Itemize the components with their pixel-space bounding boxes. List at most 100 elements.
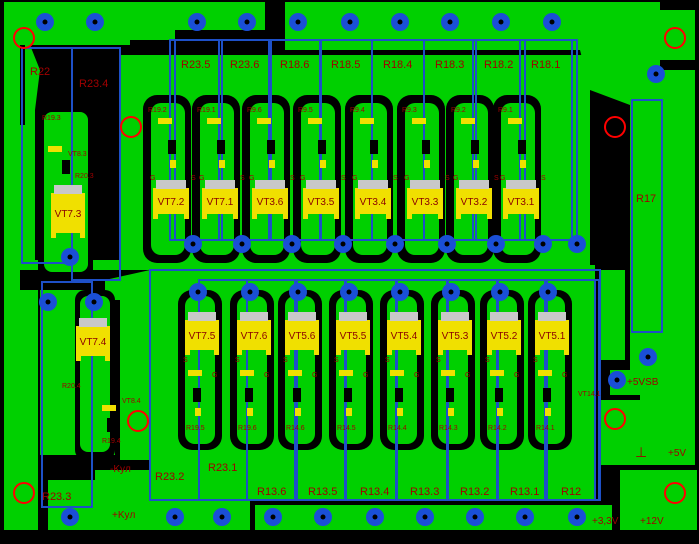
resistor-label-top: R18.2 <box>484 59 513 71</box>
copper-island-top <box>200 103 234 255</box>
small-resistor-label: R14.6 <box>286 425 305 432</box>
pad-hole <box>92 19 98 25</box>
smd-part <box>62 160 70 174</box>
smd-part <box>424 160 430 168</box>
pin-label-g: G <box>465 372 470 379</box>
transistor-pin <box>266 350 271 355</box>
label-r19-4: R19.4 <box>102 438 121 445</box>
transistor-tab <box>255 180 285 189</box>
smd-part <box>168 140 176 154</box>
transistor-bottom: VT5.1 <box>535 312 569 355</box>
transistor-pin <box>336 350 341 355</box>
copper-island-top <box>405 103 439 255</box>
transistor-label: VT5.4 <box>391 331 418 342</box>
smd-part <box>269 160 275 168</box>
transistor-label: VT7.6 <box>241 331 268 342</box>
transistor-tab <box>459 180 489 189</box>
pin-label-g: G <box>352 175 357 182</box>
pin-label-s: S <box>283 357 288 364</box>
transistor-pin <box>252 214 257 219</box>
smd-part <box>308 118 322 124</box>
transistor-body <box>285 320 319 350</box>
transistor-top: VT3.5 <box>303 180 339 219</box>
smd-part <box>346 408 352 416</box>
transistor-label: VT7.5 <box>189 331 216 342</box>
transistor-label: VT3.2 <box>461 197 488 208</box>
transistor-pin <box>503 214 508 219</box>
transistor-pin <box>534 214 539 219</box>
smd-part <box>170 160 176 168</box>
pad-hole <box>190 241 196 247</box>
pad-hole <box>372 514 378 520</box>
copper-pour <box>600 400 640 465</box>
pad-hole <box>497 289 503 295</box>
transistor-tab <box>240 312 268 321</box>
copper-pour <box>660 470 697 530</box>
transistor-body <box>185 320 219 350</box>
transistor-tab <box>156 180 186 189</box>
pin-label-g: G <box>249 175 254 182</box>
pad-hole <box>422 514 428 520</box>
transistor-pin <box>314 350 319 355</box>
transistor-pin <box>105 356 110 361</box>
copper-island-top <box>250 103 284 255</box>
pad-hole <box>472 514 478 520</box>
pad-hole <box>45 299 51 305</box>
transistor-pin <box>202 214 207 219</box>
pad-hole <box>295 289 301 295</box>
pin-label-s: S <box>240 175 245 182</box>
label-r20-4: R20.4 <box>62 383 81 390</box>
label-5v: +5V <box>668 448 686 459</box>
pad-group <box>36 13 665 526</box>
smd-part <box>102 405 116 411</box>
transistor-bottom: VT5.2 <box>487 312 521 355</box>
smd-part <box>48 146 62 152</box>
pad-hole <box>574 241 580 247</box>
transistor-label: VT3.6 <box>257 197 284 208</box>
pad-hole <box>346 289 352 295</box>
pin-label-s: S <box>533 357 538 364</box>
resistor-outline-r17 <box>631 99 663 333</box>
label-5vsb: +5VSB <box>627 377 659 388</box>
resistor-outline-r23-3 <box>41 281 93 508</box>
smd-part <box>320 160 326 168</box>
smd-part <box>288 370 302 376</box>
transistor-top: VT7.2 <box>153 180 189 219</box>
pin-label-s: S <box>385 357 390 364</box>
pad-hole <box>195 289 201 295</box>
smd-part <box>372 160 378 168</box>
label-r19-3: R19.3 <box>42 115 61 122</box>
smd-part <box>219 160 225 168</box>
transistor-pin <box>355 214 360 219</box>
smd-part <box>195 408 201 416</box>
transistor-vt7-3: VT7.3 <box>51 185 85 238</box>
transistor-pin <box>233 214 238 219</box>
copper-pour <box>4 2 265 270</box>
transistor-body <box>503 188 539 214</box>
pad-hole <box>244 19 250 25</box>
pad-hole <box>219 514 225 520</box>
resistor-label-bottom: R13.3 <box>410 486 439 498</box>
pin-label-s: S <box>494 175 499 182</box>
transistor-body <box>153 188 189 214</box>
transistor-bottom: VT7.5 <box>185 312 219 355</box>
smd-part <box>538 370 552 376</box>
smd-part <box>267 140 275 154</box>
small-resistor-label: R19.2 <box>148 107 167 114</box>
smd-part <box>412 118 426 124</box>
transistor-pin <box>185 350 190 355</box>
pin-label-g: G <box>514 372 519 379</box>
small-resistor-label: R19.6 <box>238 425 257 432</box>
pad-hole <box>67 514 73 520</box>
smd-part <box>397 408 403 416</box>
smd-part <box>545 408 551 416</box>
label-r17: R17 <box>636 193 656 205</box>
transistor-label: VT3.3 <box>412 197 439 208</box>
transistor-bottom: VT5.6 <box>285 312 319 355</box>
smd-part <box>471 140 479 154</box>
transistor-bottom: VT7.6 <box>237 312 271 355</box>
transistor-label: VT5.3 <box>442 331 469 342</box>
resistor-label-top: R18.3 <box>435 59 464 71</box>
pin-label-g: G <box>414 372 419 379</box>
transistor-bottom: VT5.4 <box>387 312 421 355</box>
